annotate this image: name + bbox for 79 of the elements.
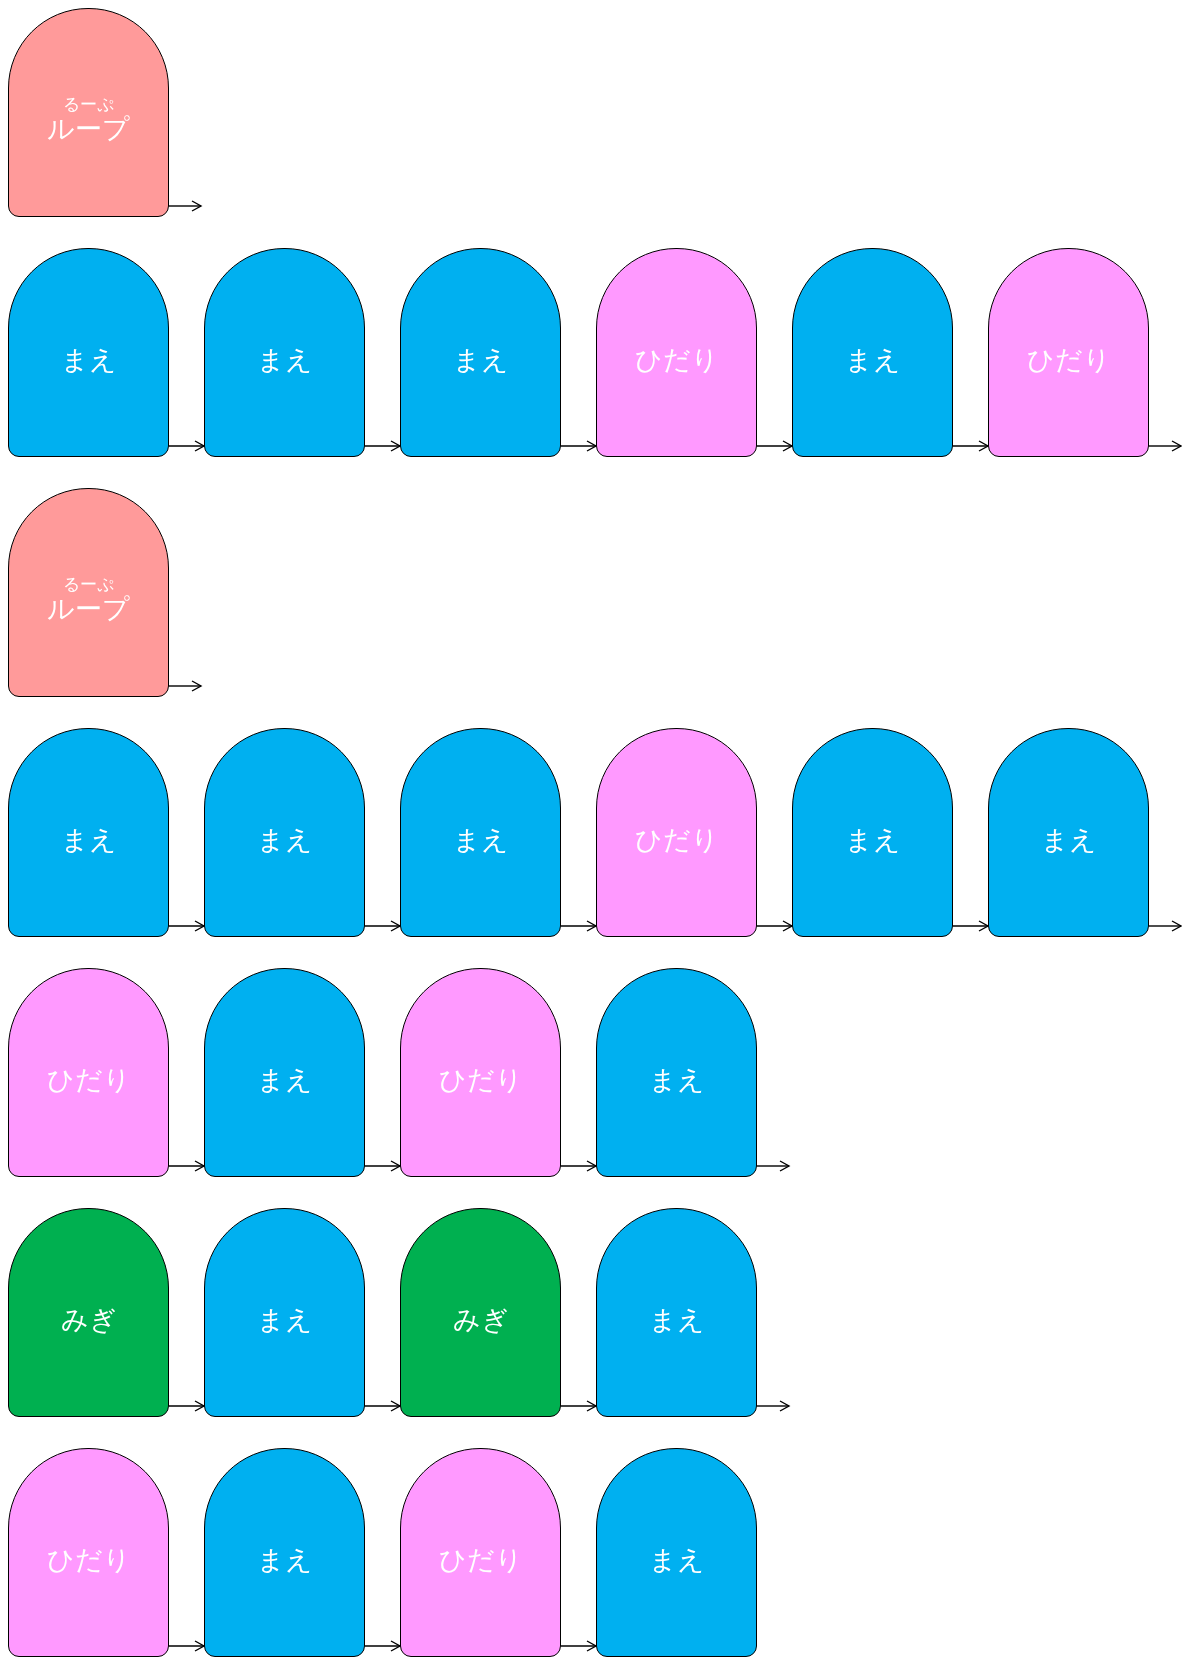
command-block: [400, 1208, 561, 1417]
arrow: [364, 440, 401, 452]
block-label: ループ: [47, 112, 130, 145]
command-block: [8, 1448, 169, 1657]
command-block: [204, 1208, 365, 1417]
command-block: [596, 248, 757, 457]
block-label: ひだり: [46, 1063, 131, 1096]
block-label: まえ: [844, 343, 901, 376]
command-block: [988, 248, 1149, 457]
command-block: [204, 1448, 365, 1657]
arrow: [756, 1160, 790, 1172]
arrow: [364, 1640, 401, 1652]
block-label: ひだり: [1026, 343, 1111, 376]
arrow: [952, 440, 989, 452]
loop-block: [8, 8, 169, 217]
reading-text: るーぷ: [63, 94, 114, 113]
block-label: まえ: [256, 1063, 313, 1096]
block-label: まえ: [256, 1303, 313, 1336]
block-label: ひだり: [634, 343, 719, 376]
block-label: ループ: [47, 592, 130, 625]
command-block: [596, 1448, 757, 1657]
command-block: [400, 1448, 561, 1657]
block-label: まえ: [60, 343, 117, 376]
block-label: まえ: [452, 823, 509, 856]
command-block: [204, 248, 365, 457]
arrow: [168, 920, 205, 932]
block-label: まえ: [648, 1063, 705, 1096]
command-block: [400, 968, 561, 1177]
command-block: [8, 1208, 169, 1417]
command-block: [596, 1208, 757, 1417]
command-block: [204, 968, 365, 1177]
arrow: [364, 920, 401, 932]
block-label: まえ: [452, 343, 509, 376]
block-label: まえ: [648, 1543, 705, 1576]
arrow: [560, 1400, 597, 1412]
arrow: [364, 1160, 401, 1172]
arrow: [168, 200, 202, 212]
block-label: ひだり: [438, 1063, 523, 1096]
arrow: [756, 440, 793, 452]
command-block: [792, 248, 953, 457]
command-block: [792, 728, 953, 937]
arrow: [168, 1160, 205, 1172]
arrow: [756, 1400, 790, 1412]
arrow: [1148, 920, 1182, 932]
loop-block: [8, 488, 169, 697]
arrow: [168, 440, 205, 452]
block-label: まえ: [256, 823, 313, 856]
command-block: [204, 728, 365, 937]
arrow: [560, 1160, 597, 1172]
command-block: [596, 968, 757, 1177]
command-block: [8, 248, 169, 457]
arrow: [1148, 440, 1182, 452]
command-block: [8, 728, 169, 937]
block-label: まえ: [844, 823, 901, 856]
block-label: みぎ: [452, 1303, 509, 1336]
command-block: [400, 248, 561, 457]
arrow: [560, 440, 597, 452]
arrow: [168, 1640, 205, 1652]
arrow: [560, 1640, 597, 1652]
block-label: みぎ: [60, 1303, 117, 1336]
block-label: ひだり: [438, 1543, 523, 1576]
command-block: [400, 728, 561, 937]
arrow: [364, 1400, 401, 1412]
block-label: まえ: [648, 1303, 705, 1336]
arrow: [952, 920, 989, 932]
arrow: [560, 920, 597, 932]
arrow: [168, 680, 202, 692]
command-block: [596, 728, 757, 937]
reading-text: るーぷ: [63, 574, 114, 593]
block-label: まえ: [60, 823, 117, 856]
block-label: ひだり: [634, 823, 719, 856]
command-block: [8, 968, 169, 1177]
block-label: まえ: [1040, 823, 1097, 856]
block-label: まえ: [256, 1543, 313, 1576]
arrow: [756, 920, 793, 932]
command-block: [988, 728, 1149, 937]
block-label: ひだり: [46, 1543, 131, 1576]
arrow: [168, 1400, 205, 1412]
block-label: まえ: [256, 343, 313, 376]
